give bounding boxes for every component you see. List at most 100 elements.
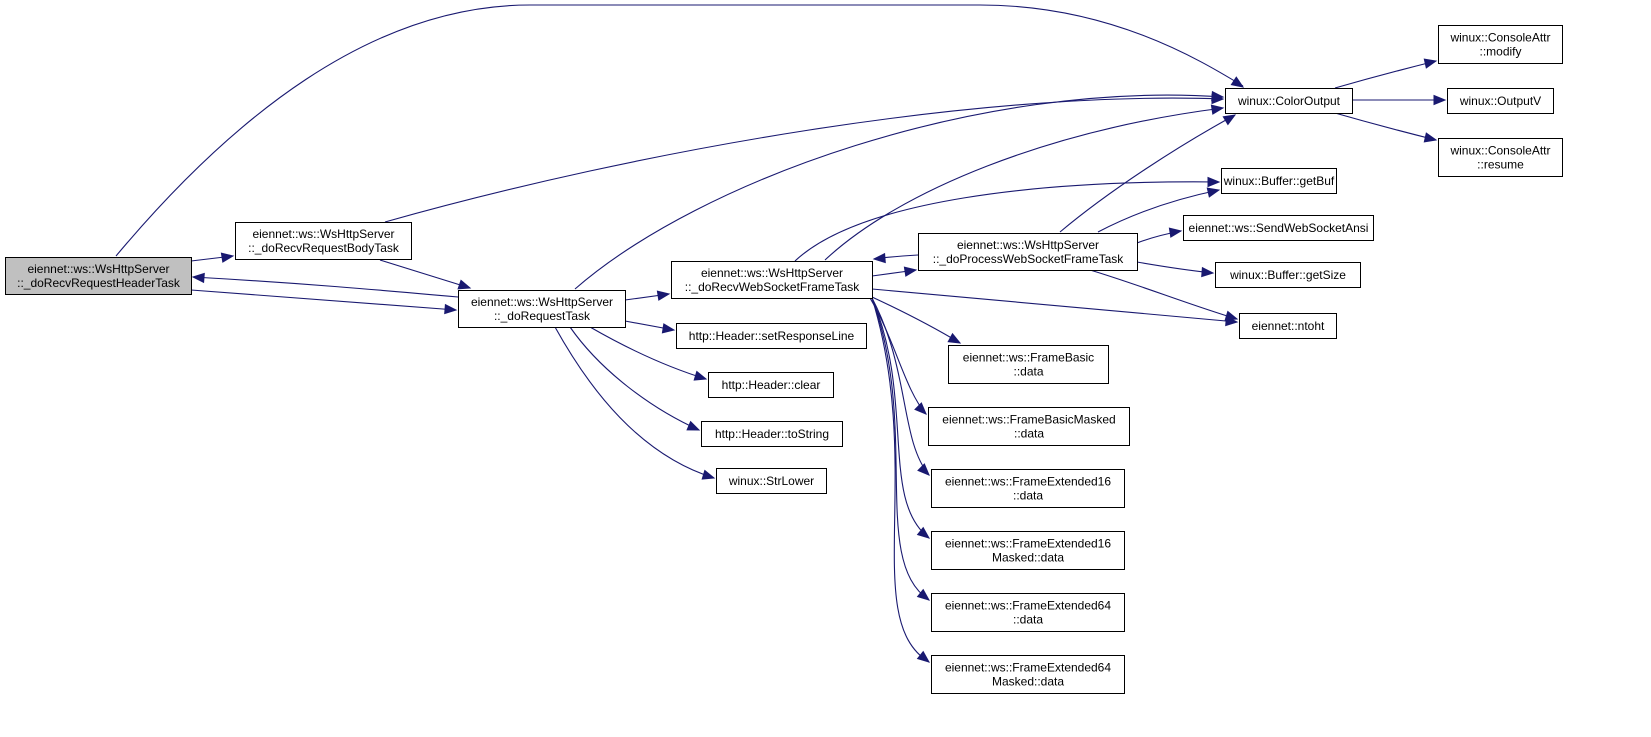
arrowhead-icon	[916, 650, 931, 663]
edge-recvWs-to-colorOutput	[824, 104, 1225, 261]
node-box	[1225, 88, 1353, 114]
edge-recvBody-to-requestTask	[379, 259, 472, 290]
node-label: eiennet::ws::WsHttpServer	[957, 238, 1099, 252]
node-hdrClear[interactable]: http::Header::clear	[708, 372, 834, 398]
node-ntoht[interactable]: eiennet::ntoht	[1239, 313, 1337, 339]
arrowhead-icon	[1222, 114, 1237, 126]
node-setResponseLine[interactable]: http::Header::setResponseLine	[676, 323, 867, 349]
node-label: eiennet::ws::WsHttpServer	[701, 266, 843, 280]
node-fe16Data[interactable]: eiennet::ws::FrameExtended16::data	[931, 469, 1125, 508]
edge-line	[1136, 261, 1214, 274]
node-getBuf[interactable]: winux::Buffer::getBuf	[1221, 168, 1337, 194]
node-label: winux::ConsoleAttr	[1449, 144, 1550, 158]
edge-line	[794, 181, 1220, 262]
node-processWs[interactable]: eiennet::ws::WsHttpServer::_doProcessWeb…	[918, 233, 1138, 271]
node-box	[708, 372, 834, 398]
node-label: eiennet::ws::FrameBasic	[963, 351, 1094, 365]
node-label: Masked::data	[992, 551, 1064, 565]
edge-processWs-to-recvWs	[872, 252, 919, 264]
node-label: eiennet::ws::FrameBasicMasked	[942, 413, 1115, 427]
edge-recvWs-to-fe16Data	[871, 297, 930, 476]
node-box	[1438, 138, 1563, 177]
arrowhead-icon	[444, 303, 458, 315]
node-label: winux::StrLower	[728, 474, 814, 488]
edge-line	[1097, 189, 1220, 233]
edge-processWs-to-sendAnsi	[1136, 227, 1183, 244]
edge-processWs-to-getSize	[1136, 261, 1215, 278]
edge-line	[379, 259, 471, 289]
node-label: ::_doRequestTask	[494, 309, 591, 323]
edge-line	[574, 94, 1224, 290]
edge-recvWs-to-fe64mData	[871, 297, 931, 663]
edge-colorOutput-to-outputV	[1352, 94, 1447, 106]
node-requestTask[interactable]: eiennet::ws::WsHttpServer::_doRequestTas…	[458, 290, 626, 328]
node-recvWs[interactable]: eiennet::ws::WsHttpServer::_doRecvWebSoc…	[671, 261, 873, 299]
edge-requestTask-to-hdrToString	[569, 326, 701, 431]
node-label: ::data	[1013, 489, 1043, 503]
node-fbData[interactable]: eiennet::ws::FrameBasic::data	[948, 345, 1109, 384]
edge-processWs-to-getBuf	[1097, 187, 1221, 233]
edge-line	[1059, 114, 1236, 233]
node-box	[1215, 262, 1361, 288]
edge-requestTask-to-recvHeader	[191, 272, 459, 298]
edge-processWs-to-ntoht	[1089, 269, 1239, 321]
node-caResume[interactable]: winux::ConsoleAttr::resume	[1438, 138, 1563, 177]
node-outputV[interactable]: winux::OutputV	[1447, 88, 1554, 114]
edge-requestTask-to-hdrClear	[589, 326, 708, 381]
node-box	[931, 469, 1125, 508]
node-box	[5, 257, 192, 295]
edge-line	[871, 297, 930, 476]
edge-requestTask-to-recvWs	[624, 290, 671, 301]
node-label: ::_doRecvRequestHeaderTask	[17, 276, 181, 290]
edge-line	[871, 297, 930, 601]
node-fe64Data[interactable]: eiennet::ws::FrameExtended64::data	[931, 593, 1125, 632]
node-label: ::_doRecvRequestBodyTask	[248, 241, 400, 255]
node-label: eiennet::ws::FrameExtended16	[945, 537, 1111, 551]
edge-recvWs-to-fe64Data	[871, 297, 931, 601]
arrowhead-icon	[1207, 176, 1221, 188]
edge-line	[589, 326, 707, 380]
node-box	[931, 531, 1125, 570]
node-label: ::_doProcessWebSocketFrameTask	[933, 252, 1125, 266]
node-box	[1221, 168, 1337, 194]
edges-layer	[115, 4, 1447, 663]
node-caModify[interactable]: winux::ConsoleAttr::modify	[1438, 25, 1563, 64]
nodes-layer: eiennet::ws::WsHttpServer::_doRecvReques…	[5, 25, 1563, 694]
node-box	[1239, 313, 1337, 339]
node-recvHeader[interactable]: eiennet::ws::WsHttpServer::_doRecvReques…	[5, 257, 192, 295]
arrowhead-icon	[872, 252, 886, 264]
arrowhead-icon	[1210, 104, 1225, 115]
node-label: winux::Buffer::getSize	[1229, 268, 1346, 282]
arrowhead-icon	[914, 402, 927, 415]
arrowhead-icon	[916, 526, 931, 539]
arrowhead-icon	[656, 290, 671, 301]
node-fbmData[interactable]: eiennet::ws::FrameBasicMasked::data	[928, 407, 1130, 446]
node-label: http::Header::setResponseLine	[689, 329, 855, 343]
node-label: eiennet::ws::FrameExtended16	[945, 475, 1111, 489]
arrowhead-icon	[916, 588, 931, 601]
node-box	[931, 655, 1125, 694]
node-label: ::data	[1013, 613, 1043, 627]
arrowhead-icon	[191, 272, 205, 284]
node-recvBody[interactable]: eiennet::ws::WsHttpServer::_doRecvReques…	[235, 222, 412, 260]
node-label: eiennet::ntoht	[1252, 319, 1325, 333]
edge-recvHeader-to-requestTask	[190, 289, 458, 315]
edge-line	[192, 276, 459, 298]
node-hdrToString[interactable]: http::Header::toString	[701, 421, 843, 447]
edge-line	[190, 289, 457, 311]
node-colorOutput[interactable]: winux::ColorOutput	[1225, 88, 1353, 114]
arrowhead-icon	[1423, 58, 1438, 69]
node-label: winux::OutputV	[1459, 94, 1541, 108]
arrowhead-icon	[1433, 94, 1447, 106]
node-getSize[interactable]: winux::Buffer::getSize	[1215, 262, 1361, 288]
node-strLower[interactable]: winux::StrLower	[716, 468, 827, 494]
node-label: ::_doRecvWebSocketFrameTask	[685, 280, 861, 294]
arrowhead-icon	[701, 469, 716, 480]
node-sendAnsi[interactable]: eiennet::ws::SendWebSocketAnsi	[1183, 215, 1374, 241]
edge-line	[871, 288, 1238, 323]
arrowhead-icon	[661, 323, 676, 334]
edge-line	[554, 326, 715, 479]
